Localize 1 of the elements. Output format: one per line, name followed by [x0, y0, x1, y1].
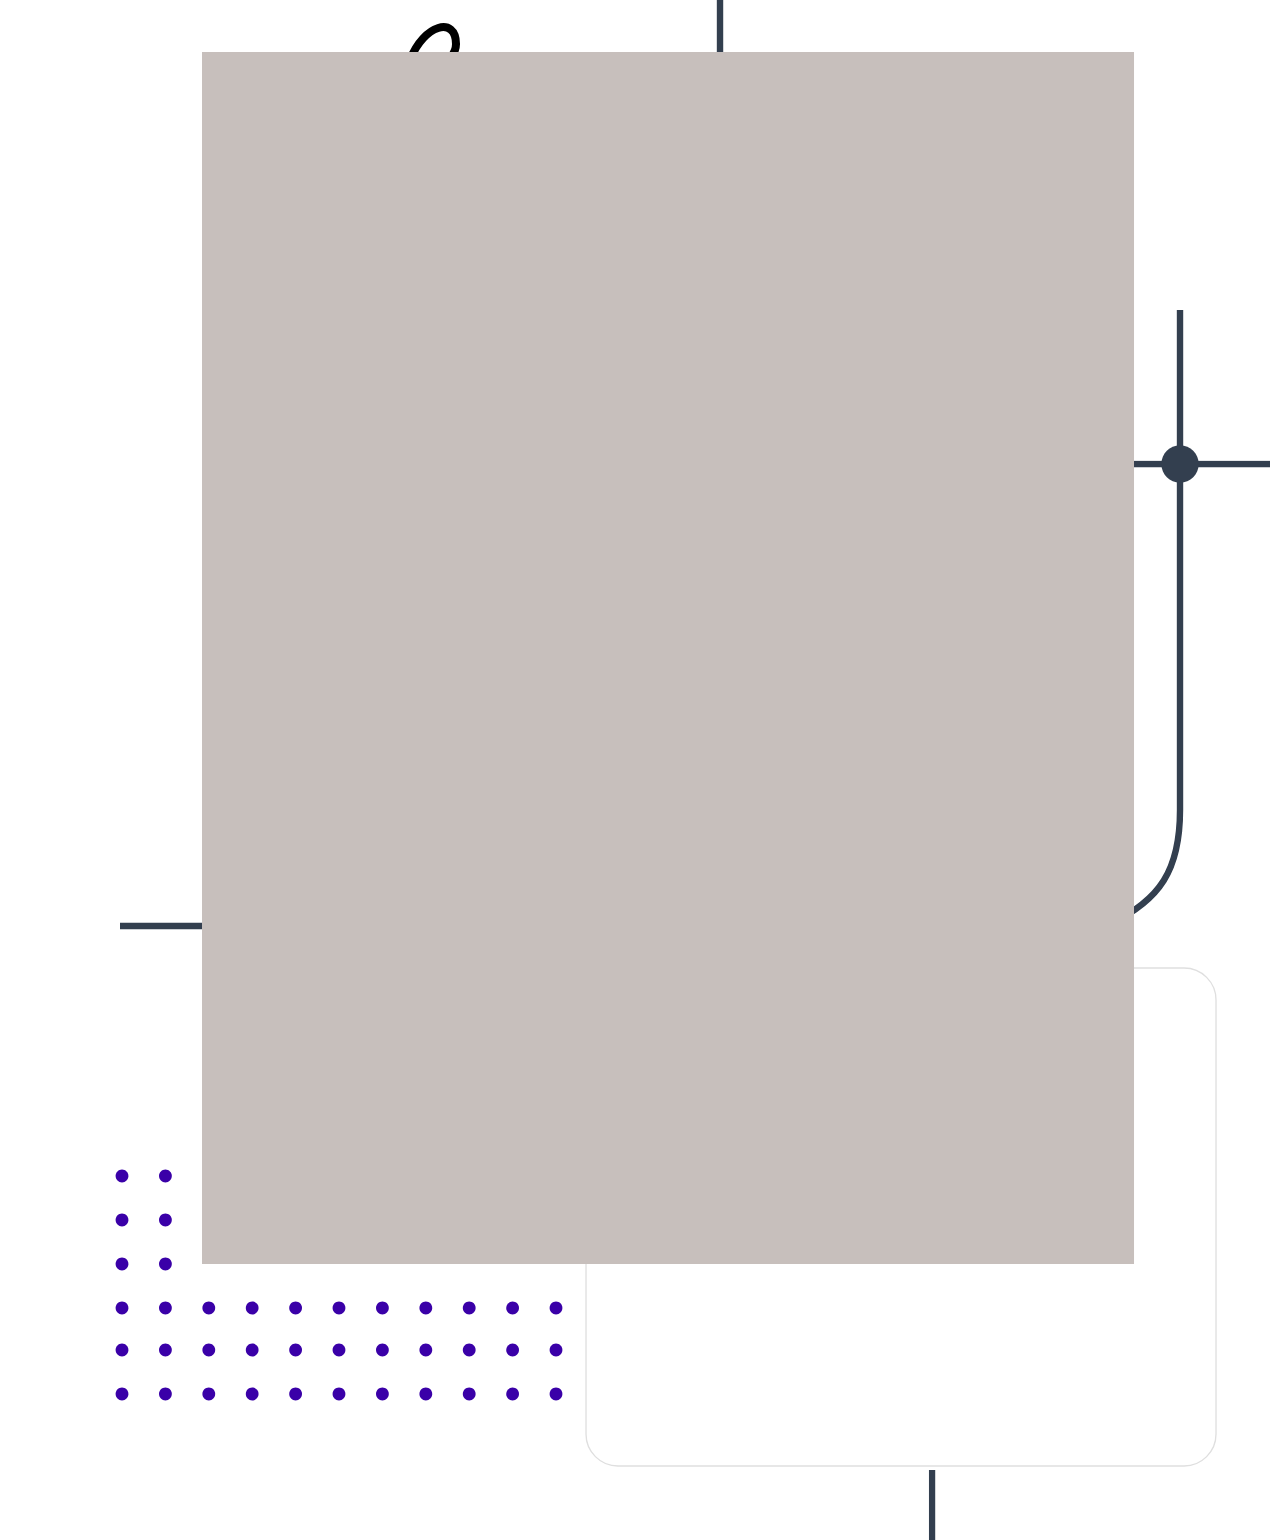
image-placeholder: [202, 52, 1134, 1264]
